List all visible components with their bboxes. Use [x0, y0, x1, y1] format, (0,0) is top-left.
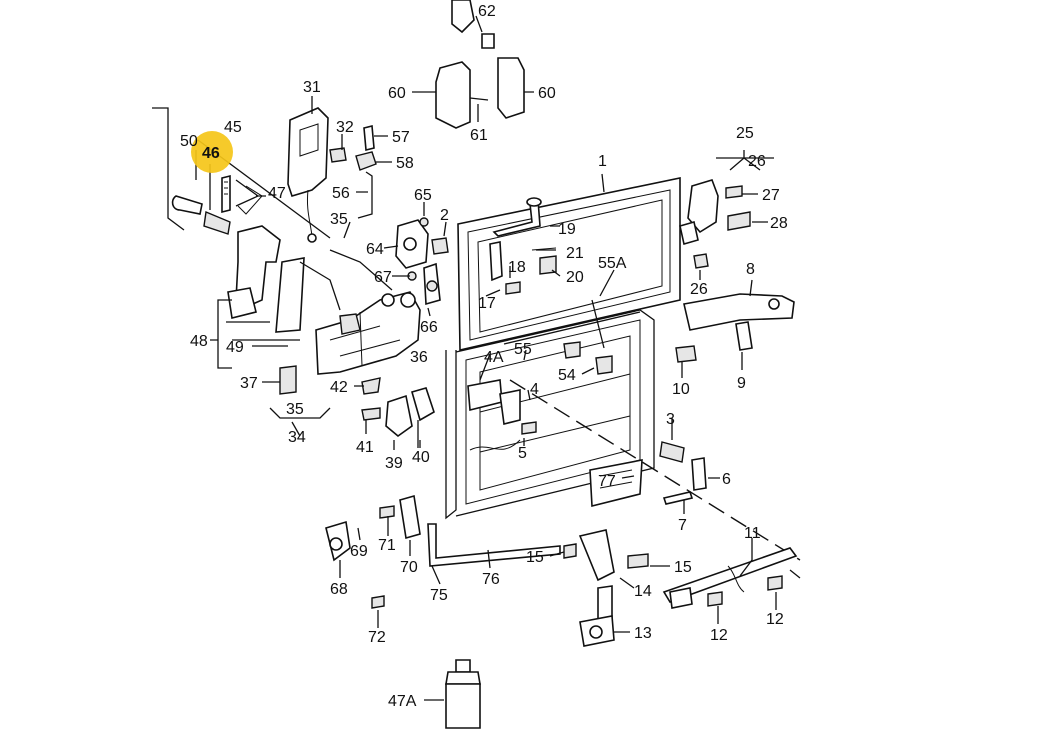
label-31: 31 [303, 79, 321, 96]
label-17: 17 [478, 295, 496, 312]
label-71: 71 [378, 537, 396, 554]
label-57: 57 [392, 129, 410, 146]
label-25: 25 [736, 125, 754, 142]
label-6: 6 [722, 471, 731, 488]
label-50: 50 [180, 133, 198, 150]
label-15: 15 [674, 559, 692, 576]
label-69: 69 [350, 543, 368, 560]
label-10: 10 [672, 381, 690, 398]
label-66: 66 [420, 319, 438, 336]
callout-labels: 62 60 60 61 31 32 57 58 56 45 50 46 47 3… [180, 3, 788, 710]
inner-handle-part [287, 107, 377, 243]
label-21: 21 [566, 245, 584, 262]
outer-handle-part [226, 225, 331, 419]
label-39: 39 [385, 455, 403, 472]
label-12: 12 [710, 627, 728, 644]
door-travel-path [509, 379, 801, 561]
label-18: 18 [508, 259, 526, 276]
window-regulator-part [467, 341, 613, 435]
label-70: 70 [400, 559, 418, 576]
door-seal-part [427, 523, 561, 567]
label-4A: 4A [484, 349, 504, 366]
label-5: 5 [518, 445, 527, 462]
striker-lock-part [395, 217, 449, 306]
label-77: 77 [598, 473, 616, 490]
lower-hinge-part [675, 293, 795, 363]
label-26: 26 [748, 153, 766, 170]
label-37: 37 [240, 375, 258, 392]
label-27: 27 [762, 187, 780, 204]
label-14: 14 [634, 583, 652, 600]
label-9: 9 [737, 375, 746, 392]
roller-part [563, 529, 649, 647]
leader-lines [195, 15, 801, 701]
label-60: 60 [388, 85, 406, 102]
door-stop-part [589, 441, 707, 508]
label-2: 2 [440, 207, 449, 224]
guide-track-part [662, 547, 798, 609]
label-58: 58 [396, 155, 414, 172]
label-15: 15 [526, 549, 544, 566]
label-56: 56 [332, 185, 350, 202]
label-76: 76 [482, 571, 500, 588]
label-34: 34 [288, 429, 306, 446]
label-42: 42 [330, 379, 348, 396]
label-61: 61 [470, 127, 488, 144]
label-47A: 47A [388, 693, 417, 710]
upper-hinge-part [679, 157, 774, 269]
hinge-cover-part [435, 0, 525, 129]
catch-part [325, 494, 421, 609]
label-55: 55 [514, 341, 532, 358]
label-26: 26 [690, 281, 708, 298]
label-35: 35 [330, 211, 348, 228]
highlight-marker [191, 131, 233, 173]
label-7: 7 [678, 517, 687, 534]
lock-cylinder-part [152, 107, 331, 239]
label-20: 20 [566, 269, 584, 286]
label-36: 36 [410, 349, 428, 366]
label-64: 64 [366, 241, 384, 258]
label-65: 65 [414, 187, 432, 204]
label-12: 12 [766, 611, 784, 628]
label-40: 40 [412, 449, 430, 466]
label-60: 60 [538, 85, 556, 102]
label-13: 13 [634, 625, 652, 642]
label-72: 72 [368, 629, 386, 646]
label-68: 68 [330, 581, 348, 598]
label-62: 62 [478, 3, 496, 20]
label-46: 46 [202, 145, 220, 162]
label-11: 11 [744, 525, 761, 542]
label-1: 1 [598, 153, 607, 170]
label-28: 28 [770, 215, 788, 232]
label-55A: 55A [598, 255, 627, 272]
label-35: 35 [286, 401, 304, 418]
label-49: 49 [226, 339, 244, 356]
label-67: 67 [374, 269, 392, 286]
label-54: 54 [558, 367, 576, 384]
label-48: 48 [190, 333, 208, 350]
latch-part [361, 387, 435, 448]
label-41: 41 [356, 439, 374, 456]
door-frame-part [445, 177, 681, 520]
grease-bottle-part [445, 659, 481, 729]
label-32: 32 [336, 119, 354, 136]
label-47: 47 [268, 185, 286, 202]
label-19: 19 [558, 221, 576, 238]
label-3: 3 [666, 411, 675, 428]
lock-mechanism-part [299, 249, 421, 395]
label-45: 45 [224, 119, 242, 136]
label-4: 4 [530, 381, 539, 398]
label-75: 75 [430, 587, 448, 604]
label-8: 8 [746, 261, 755, 278]
